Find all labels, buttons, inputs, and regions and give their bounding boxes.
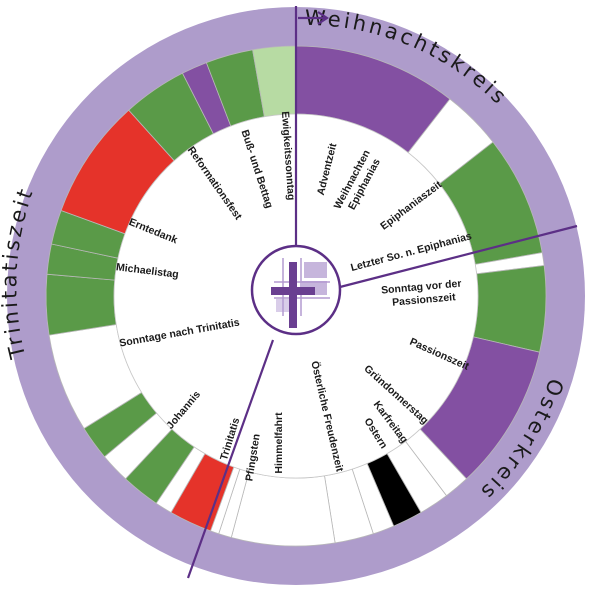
- segment-green: [45, 273, 117, 336]
- label-passionszeit-line2: Passionszeit: [392, 291, 457, 309]
- label-sonntag-vor-der-passionszeit: Sonntag vor der Passionszeit: [381, 277, 466, 309]
- season-dividers: [186, 6, 578, 579]
- divider-osterkreis-start: [339, 224, 578, 289]
- label-himmelfahrt: Himmelfahrt: [273, 412, 285, 474]
- liturgical-color-ring: [45, 45, 547, 547]
- arrow-icon: [298, 11, 329, 25]
- divider-trinitatis-start: [186, 339, 275, 579]
- segment-white: [230, 471, 336, 547]
- cross-emblem-icon: [250, 244, 342, 336]
